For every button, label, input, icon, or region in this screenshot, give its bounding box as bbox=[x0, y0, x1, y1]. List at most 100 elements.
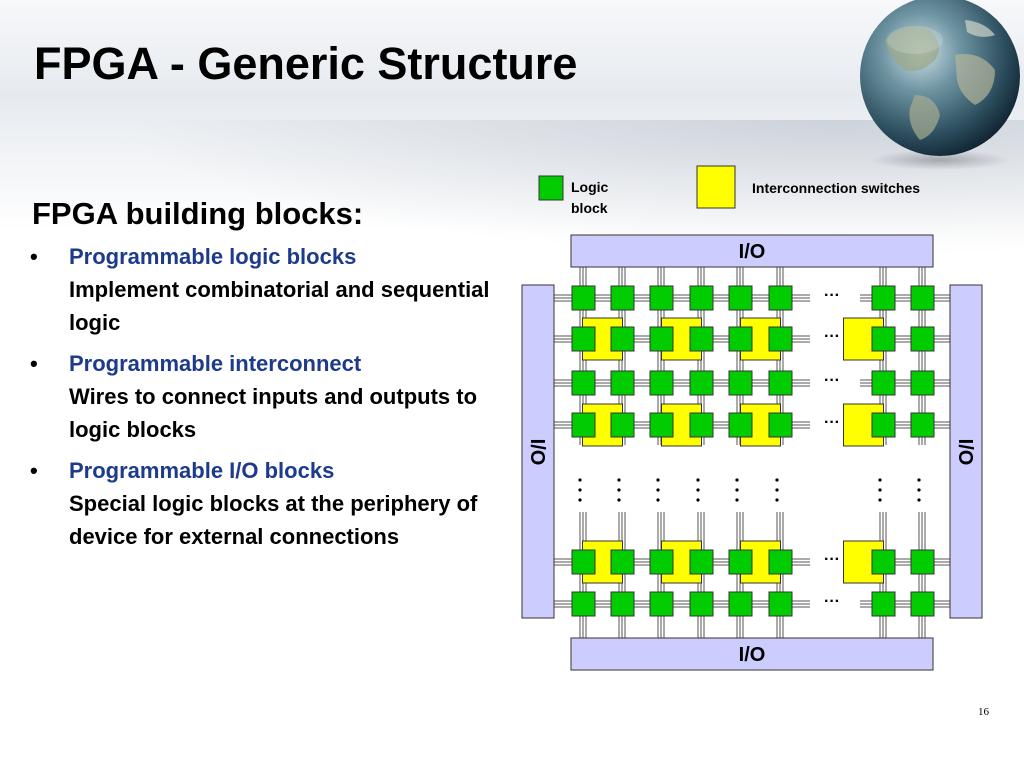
io-label-left: I/O bbox=[526, 439, 548, 466]
logic-block bbox=[768, 412, 793, 438]
logic-block bbox=[910, 591, 935, 617]
interconnect-switch bbox=[843, 317, 884, 361]
bullet-marker: • bbox=[30, 458, 38, 483]
bullet-list: • Programmable logic blocks Implement co… bbox=[30, 240, 490, 561]
column-ellipsis-dot bbox=[617, 488, 621, 492]
io-block-bottom bbox=[570, 637, 934, 671]
logic-block bbox=[571, 549, 596, 575]
page-title: FPGA - Generic Structure bbox=[34, 38, 578, 89]
logic-block bbox=[689, 285, 714, 311]
logic-block bbox=[910, 285, 935, 311]
logic-block bbox=[910, 326, 935, 352]
logic-block bbox=[610, 412, 635, 438]
legend-logic-block-label: Logic bbox=[571, 179, 609, 195]
column-ellipsis-dot bbox=[578, 488, 582, 492]
logic-block bbox=[768, 549, 793, 575]
column-ellipsis-dot bbox=[696, 498, 700, 502]
logic-block bbox=[649, 285, 674, 311]
row-ellipsis: ··· bbox=[824, 328, 840, 345]
logic-block bbox=[689, 326, 714, 352]
column-ellipsis-dot bbox=[878, 478, 882, 482]
logic-block bbox=[910, 549, 935, 575]
bullet-item: • Programmable I/O blocks Special logic … bbox=[30, 454, 490, 553]
logic-block bbox=[728, 326, 753, 352]
continuation-dots: ·················· bbox=[578, 287, 921, 610]
column-ellipsis-dot bbox=[878, 488, 882, 492]
bullet-heading: Programmable I/O blocks bbox=[69, 458, 335, 483]
legend-logic-block-swatch bbox=[538, 175, 564, 201]
bullet-item: • Programmable interconnect Wires to con… bbox=[30, 347, 490, 446]
logic-block bbox=[689, 591, 714, 617]
logic-block bbox=[871, 591, 896, 617]
logic-block bbox=[910, 370, 935, 396]
logic-block bbox=[910, 412, 935, 438]
logic-block bbox=[649, 370, 674, 396]
column-ellipsis-dot bbox=[578, 478, 582, 482]
logic-block bbox=[768, 591, 793, 617]
logic-block bbox=[610, 326, 635, 352]
row-ellipsis: ··· bbox=[824, 372, 840, 389]
logic-block bbox=[728, 370, 753, 396]
logic-block bbox=[689, 412, 714, 438]
io-label-right: I/O bbox=[954, 439, 976, 466]
logic-grid bbox=[571, 285, 935, 617]
logic-block bbox=[689, 370, 714, 396]
logic-block bbox=[571, 370, 596, 396]
page-number: 16 bbox=[978, 706, 989, 718]
io-block-right bbox=[949, 284, 983, 619]
column-ellipsis-dot bbox=[878, 498, 882, 502]
column-ellipsis-dot bbox=[656, 498, 660, 502]
logic-block bbox=[649, 412, 674, 438]
column-ellipsis-dot bbox=[696, 488, 700, 492]
bullet-item: • Programmable logic blocks Implement co… bbox=[30, 240, 490, 339]
logic-block bbox=[571, 412, 596, 438]
column-ellipsis-dot bbox=[917, 478, 921, 482]
logic-block bbox=[728, 412, 753, 438]
logic-block bbox=[571, 326, 596, 352]
column-ellipsis-dot bbox=[656, 488, 660, 492]
bullet-body: Special logic blocks at the periphery of… bbox=[69, 491, 478, 549]
column-ellipsis-dot bbox=[617, 498, 621, 502]
row-ellipsis: ··· bbox=[824, 593, 840, 610]
column-ellipsis-dot bbox=[656, 478, 660, 482]
io-block-left bbox=[521, 284, 555, 619]
logic-block bbox=[728, 549, 753, 575]
bullet-marker: • bbox=[30, 351, 38, 376]
row-ellipsis: ··· bbox=[824, 551, 840, 568]
io-label-top: I/O bbox=[739, 241, 766, 263]
legend-logic-block-label-2: block bbox=[571, 200, 608, 216]
legend-interconnect-label: Interconnection switches bbox=[752, 180, 920, 196]
column-ellipsis-dot bbox=[617, 478, 621, 482]
column-ellipsis-dot bbox=[735, 488, 739, 492]
logic-block bbox=[571, 591, 596, 617]
io-block-top bbox=[570, 234, 934, 268]
column-ellipsis-dot bbox=[578, 498, 582, 502]
globe-icon bbox=[860, 0, 1020, 170]
section-heading: FPGA building blocks: bbox=[32, 196, 364, 231]
logic-block bbox=[768, 326, 793, 352]
logic-block bbox=[728, 591, 753, 617]
logic-block bbox=[649, 326, 674, 352]
column-ellipsis-dot bbox=[696, 478, 700, 482]
io-label-bottom: I/O bbox=[739, 644, 766, 666]
logic-block bbox=[768, 285, 793, 311]
logic-block bbox=[768, 370, 793, 396]
logic-block bbox=[610, 370, 635, 396]
logic-block bbox=[610, 549, 635, 575]
legend-switch-swatch bbox=[696, 165, 736, 209]
logic-block bbox=[871, 549, 896, 575]
column-ellipsis-dot bbox=[735, 478, 739, 482]
legend: Logic block Interconnection switches bbox=[538, 165, 920, 216]
logic-block bbox=[689, 549, 714, 575]
logic-block bbox=[649, 591, 674, 617]
column-ellipsis-dot bbox=[775, 488, 779, 492]
bullet-heading: Programmable interconnect bbox=[69, 351, 362, 376]
bullet-body: Wires to connect inputs and outputs to l… bbox=[69, 384, 478, 442]
row-ellipsis: ··· bbox=[824, 414, 840, 431]
column-ellipsis-dot bbox=[917, 498, 921, 502]
logic-block bbox=[871, 285, 896, 311]
logic-block bbox=[610, 285, 635, 311]
logic-block bbox=[728, 285, 753, 311]
bullet-body: Implement combinatorial and sequential l… bbox=[69, 277, 490, 335]
